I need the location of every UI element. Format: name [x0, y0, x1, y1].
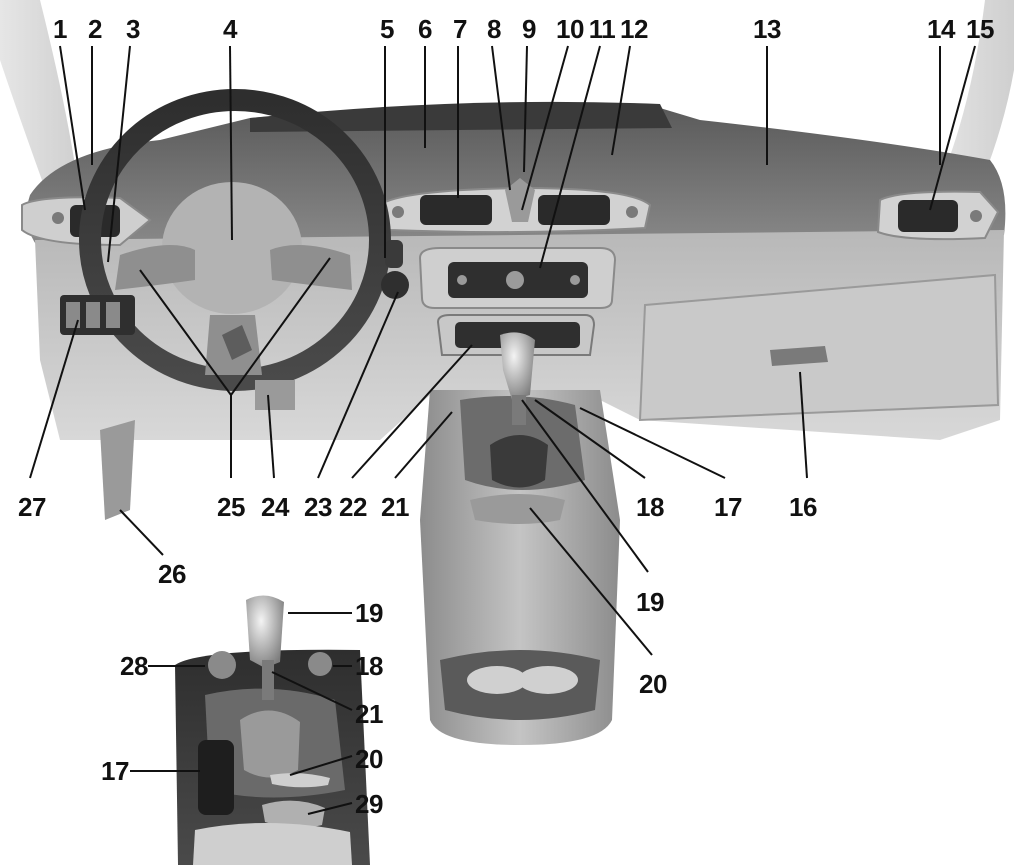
label-25: 25 — [217, 492, 245, 522]
label-11: 11 — [588, 14, 616, 44]
start-button — [381, 271, 409, 299]
inset-label-21: 21 — [355, 699, 383, 729]
label-21: 21 — [381, 492, 409, 522]
inset-label-18: 18 — [355, 651, 383, 681]
inset-label-19: 19 — [355, 598, 383, 628]
label-26: 26 — [158, 559, 186, 589]
label-4: 4 — [223, 14, 237, 44]
label-22: 22 — [339, 492, 367, 522]
inset-knob-28 — [208, 651, 236, 679]
label-5: 5 — [380, 14, 394, 44]
label-24: 24 — [261, 492, 289, 522]
label-10: 10 — [556, 14, 584, 44]
label-9: 9 — [522, 14, 536, 44]
inset-gear-knob — [246, 595, 284, 668]
leader-lines — [29, 45, 976, 815]
label-13: 13 — [753, 14, 781, 44]
label-2: 2 — [88, 14, 102, 44]
label-17: 17 — [714, 492, 742, 522]
label-16: 16 — [789, 492, 817, 522]
label-7: 7 — [453, 14, 467, 44]
label-19: 19 — [636, 587, 664, 617]
label-1: 1 — [53, 14, 67, 44]
inset-label-17: 17 — [101, 756, 129, 786]
inset-label-28: 28 — [120, 651, 148, 681]
label-18: 18 — [636, 492, 664, 522]
pedal-lever — [100, 420, 135, 520]
inset-label-20: 20 — [355, 744, 383, 774]
label-15: 15 — [966, 14, 994, 44]
steering-wheel-hub — [162, 182, 302, 314]
inset-label-29: 29 — [355, 789, 383, 819]
inset-handbrake — [198, 740, 234, 815]
steering-wheel — [79, 89, 391, 391]
label-14: 14 — [927, 14, 955, 44]
label-20: 20 — [639, 669, 667, 699]
gear-knob — [500, 332, 535, 400]
label-12: 12 — [620, 14, 648, 44]
inset-knob-18 — [308, 652, 332, 676]
label-6: 6 — [418, 14, 432, 44]
label-27: 27 — [18, 492, 46, 522]
label-3: 3 — [126, 14, 140, 44]
label-8: 8 — [487, 14, 501, 44]
label-23: 23 — [304, 492, 332, 522]
